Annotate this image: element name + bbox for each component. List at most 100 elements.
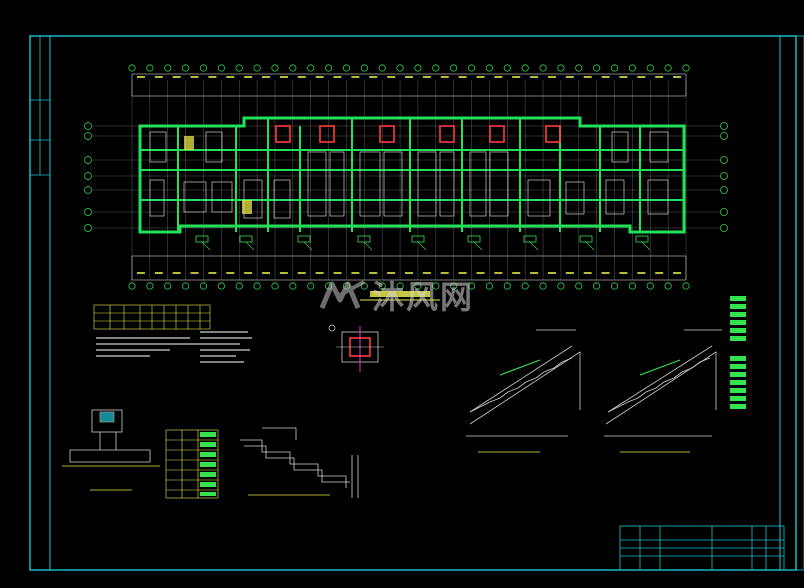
axis-bubble-top [164,64,172,72]
dimension-tick-bottom [476,272,485,274]
dimension-tick-bottom [458,272,467,274]
dimension-tick-bottom [244,272,253,274]
foundation-label [239,235,253,243]
axis-bubble-bottom [217,282,225,290]
hatch-mark [242,200,252,214]
axis-bubble-top [146,64,154,72]
axis-bubble-top [450,64,458,72]
axis-bubble-bottom [307,282,315,290]
dimension-tick-bottom [387,272,396,274]
leader-line [245,241,255,251]
dimension-tick-top [208,76,217,78]
dimension-tick-bottom [440,272,449,274]
axis-bubble-top [396,64,404,72]
axis-bubble-left [84,186,92,194]
dimension-tick-top [244,76,253,78]
dimension-tick-bottom [190,272,199,274]
watermark-text: 沐风网 [372,278,475,316]
design-notes [96,331,252,363]
axis-bubble-top [324,64,333,72]
axis-bubble-top [217,64,225,72]
axis-bubble-bottom [539,282,547,290]
mf-logo-icon [319,280,365,309]
axis-bubble-right [720,156,728,164]
dimension-tick-top [458,76,467,78]
dimension-tick-bottom [315,272,324,274]
dimension-tick-bottom [547,272,556,274]
axis-bubble-top [467,64,476,72]
rebar-table [93,304,211,330]
room-opening [383,151,403,217]
dimension-tick-top [369,76,378,78]
axis-bubble-top [271,64,279,72]
axis-bubble-top [289,64,297,72]
stair-core [489,125,505,143]
dimension-tick-top [637,76,646,78]
axis-bubble-top [610,64,619,72]
dimension-tick-top [172,76,181,78]
axis-bubble-bottom [593,282,601,290]
axis-bubble-bottom [396,282,404,290]
foundation-label [635,235,649,243]
room-opening [359,151,381,217]
dimension-tick-top [547,76,556,78]
room-opening [211,181,233,213]
axis-bubble-bottom [503,282,511,290]
axis-bubble-top [378,64,386,72]
dimension-tick-bottom [351,272,360,274]
dimension-tick-top [190,76,199,78]
step-section-detail [240,427,359,498]
axis-bubble-right [720,132,728,140]
footing-detail [62,409,160,491]
stair-core [319,125,335,143]
dimension-tick-bottom [655,272,664,274]
room-opening [489,151,509,217]
axis-bubble-left [84,132,92,140]
left-binding-strip [30,36,50,176]
dimension-tick-bottom [530,272,539,274]
dimension-tick-bottom [405,272,413,274]
axis-bubble-bottom [414,282,422,290]
dimension-tick-top [565,76,574,78]
hatch-mark [184,136,194,150]
title-block [619,525,785,571]
dimension-tick-bottom [422,272,431,274]
axis-bubble-bottom [521,282,529,290]
axis-bubble-top [557,64,565,72]
leader-line [303,241,313,251]
stair-core [379,125,395,143]
dimension-tick-bottom [172,272,181,274]
axis-bubble-top [342,64,351,72]
axis-bubble-top [253,64,261,72]
axis-bubble-bottom [378,282,386,290]
dimension-tick-top [262,76,271,78]
axis-bubble-bottom [128,282,136,290]
plan-title [360,291,440,301]
dimension-tick-top [333,76,342,78]
dimension-tick-top [512,76,521,78]
building-outline [138,116,686,234]
room-opening [469,151,487,217]
leader-line [363,241,373,251]
axis-bubble-bottom [682,282,690,290]
dimension-tick-bottom [601,272,610,274]
dimension-tick-bottom [262,272,271,274]
axis-bubble-top [521,64,529,72]
foundation-label [523,235,537,243]
foundation-label [579,235,593,243]
axis-bubble-top [414,64,422,72]
axis-bubble-bottom [271,282,279,290]
inner-frame [49,35,781,571]
dimension-tick-top [601,76,610,78]
dimension-tick-bottom [136,272,145,274]
axis-bubble-top [182,64,190,72]
axis-bubble-bottom [575,282,583,290]
axis-bubble-bottom [467,282,476,290]
stair-section-1 [466,329,581,453]
leader-line [473,241,483,251]
dimension-tick-top [226,76,235,78]
room-opening [649,131,669,163]
dimension-tick-top [655,76,664,78]
